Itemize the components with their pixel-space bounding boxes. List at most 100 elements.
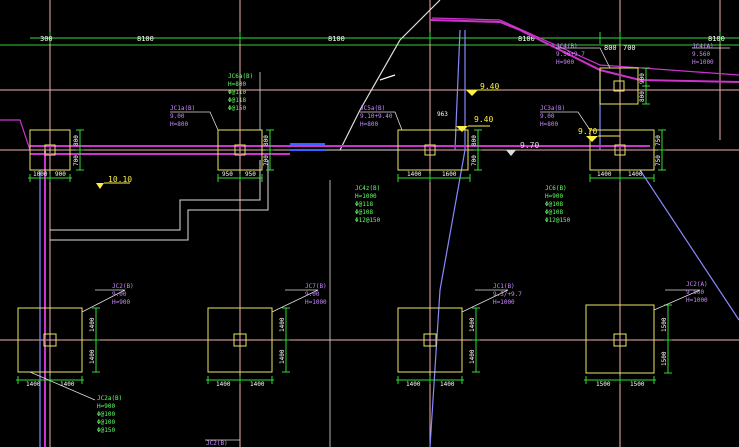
dim-label: 1400 xyxy=(89,349,96,364)
elevation-label: 9.40 xyxy=(474,115,493,124)
elevation-label: 9.40 xyxy=(480,82,499,91)
elevation-labels: 10.10 9.40 9.40 9.70 9.70 xyxy=(108,82,597,184)
dim-label: 700 xyxy=(263,155,270,166)
footing-jc3a xyxy=(589,129,655,171)
dim-label: 950 xyxy=(245,171,256,178)
footing-jc6a xyxy=(217,129,263,171)
label-jc1: JC1(B) 9.5/+9.7 H=1000 xyxy=(493,283,522,306)
label-jc4: JC4z(B) H=1000 Φ@118 Φ@108 Φ12@150 xyxy=(355,185,381,224)
svg-text:JC6(B): JC6(B) xyxy=(545,185,567,192)
svg-text:Φ12@150: Φ12@150 xyxy=(545,217,571,224)
label-jc8: JC2(A) 9.500 H=1000 xyxy=(686,281,708,304)
svg-text:JC2(B): JC2(B) xyxy=(112,283,134,290)
dimension-text-row2-vertical: 1400 1400 1400 1400 1400 1400 1500 1500 xyxy=(89,317,668,366)
dim-label: 1500 xyxy=(630,381,645,388)
dim-label: 750 xyxy=(655,155,662,166)
footing-labels: JC6a(B) H=800 Φ@110 Φ@118 Φ@150 JC1a(B) … xyxy=(97,43,714,447)
dim-label: 800 xyxy=(639,91,646,102)
svg-text:H=800: H=800 xyxy=(228,81,246,88)
svg-text:Φ@118: Φ@118 xyxy=(355,201,373,208)
label-jc2b: JC2(B) 9.00 H=900 xyxy=(112,283,134,306)
beam-lines xyxy=(30,143,650,155)
top-dimension-chain xyxy=(30,32,739,44)
elevation-label: 10.10 xyxy=(108,175,132,184)
svg-text:JC4z(B): JC4z(B) xyxy=(355,185,380,192)
dim-label: 750 xyxy=(655,135,662,146)
dimension-text-row2: 1400 1400 1400 1400 1400 1400 1500 1500 xyxy=(26,381,645,388)
dim-label: 1500 xyxy=(661,317,668,332)
svg-text:9.00: 9.00 xyxy=(305,291,320,298)
stepped-outline xyxy=(50,160,269,241)
dim-label: 800 xyxy=(263,135,270,146)
svg-text:Φ12@150: Φ12@150 xyxy=(355,217,381,224)
dim-label: 1600 xyxy=(442,171,457,178)
dim-label: 1400 xyxy=(406,381,421,388)
dim-label: 1400 xyxy=(469,349,476,364)
dim-label: 800 xyxy=(604,44,617,52)
svg-text:JC3a(B): JC3a(B) xyxy=(540,105,565,112)
dim-label: 700 xyxy=(471,155,478,166)
dim-label: 1400 xyxy=(440,381,455,388)
dim-label: 1400 xyxy=(216,381,231,388)
elevation-triangle xyxy=(586,136,598,142)
dim-label: 8100 xyxy=(137,35,154,43)
svg-text:H=900: H=900 xyxy=(545,193,563,200)
footing-top-right xyxy=(599,67,639,105)
svg-text:Φ@108: Φ@108 xyxy=(355,209,373,216)
label-bottom: JC2(B) xyxy=(206,440,228,447)
dim-label: 950 xyxy=(222,171,233,178)
svg-text:Φ@110: Φ@110 xyxy=(228,89,246,96)
svg-text:Φ@100: Φ@100 xyxy=(97,411,115,418)
dim-label: 1400 xyxy=(250,381,265,388)
svg-text:9.500: 9.500 xyxy=(686,289,704,296)
svg-text:9.5/+9.7: 9.5/+9.7 xyxy=(493,291,522,298)
svg-text:H=800: H=800 xyxy=(540,121,558,128)
dim-label: 1400 xyxy=(60,381,75,388)
dim-label: 1400 xyxy=(628,171,643,178)
dim-label: 8100 xyxy=(518,35,535,43)
svg-text:JC1a(B): JC1a(B) xyxy=(170,105,195,112)
svg-text:Φ@150: Φ@150 xyxy=(228,105,246,112)
dim-label: 1500 xyxy=(661,351,668,366)
svg-text:9.00: 9.00 xyxy=(540,113,555,120)
label-jc6: JC6(B) H=900 Φ@108 Φ@108 Φ12@150 xyxy=(545,185,571,224)
footing-jc2b xyxy=(207,307,273,373)
dim-label: 900 xyxy=(55,171,66,178)
elevation-triangle xyxy=(466,90,478,96)
dim-label: 1400 xyxy=(407,171,422,178)
footing-jc8 xyxy=(585,304,655,374)
svg-text:JC7(B): JC7(B) xyxy=(305,283,327,290)
elevation-triangle xyxy=(506,150,516,156)
dim-label: 963 xyxy=(437,111,448,118)
dim-label: 8100 xyxy=(328,35,345,43)
svg-text:9.00: 9.00 xyxy=(170,113,185,120)
svg-text:H=800: H=800 xyxy=(360,121,378,128)
svg-text:H=900: H=900 xyxy=(112,299,130,306)
elevation-markers xyxy=(96,89,620,189)
svg-text:Φ@108: Φ@108 xyxy=(545,201,563,208)
dim-label: 1400 xyxy=(469,317,476,332)
label-jc7: JC7(B) 9.00 H=1000 xyxy=(305,283,327,306)
svg-text:H=1000: H=1000 xyxy=(686,297,708,304)
label-jc1a: JC1a(B) 9.00 H=800 xyxy=(170,105,195,128)
dim-label: 1400 xyxy=(279,317,286,332)
dim-label: 700 xyxy=(623,44,636,52)
footing-dimension-lines xyxy=(16,67,672,384)
footings-row1 xyxy=(29,67,655,171)
dim-label: 8100 xyxy=(708,35,725,43)
svg-text:H=1000: H=1000 xyxy=(355,193,377,200)
dimension-text-row1-vertical: 800 700 800 700 800 700 750 750 900 800 xyxy=(73,73,662,166)
svg-text:JC2a(B): JC2a(B) xyxy=(97,395,122,402)
footing-jc1a xyxy=(29,129,71,171)
label-jc2a: JC2a(B) H=900 Φ@100 Φ@100 Φ@150 xyxy=(97,395,122,434)
label-jc6a: JC6a(B) H=800 Φ@110 Φ@118 Φ@150 xyxy=(228,73,253,112)
svg-text:H=1000: H=1000 xyxy=(305,299,327,306)
svg-text:JC1(B): JC1(B) xyxy=(493,283,515,290)
svg-text:H=900: H=900 xyxy=(97,403,115,410)
svg-text:JC2(A): JC2(A) xyxy=(686,281,708,288)
footing-jc5 xyxy=(397,129,469,171)
dim-label: 1400 xyxy=(26,381,41,388)
elevation-triangle xyxy=(456,126,468,132)
